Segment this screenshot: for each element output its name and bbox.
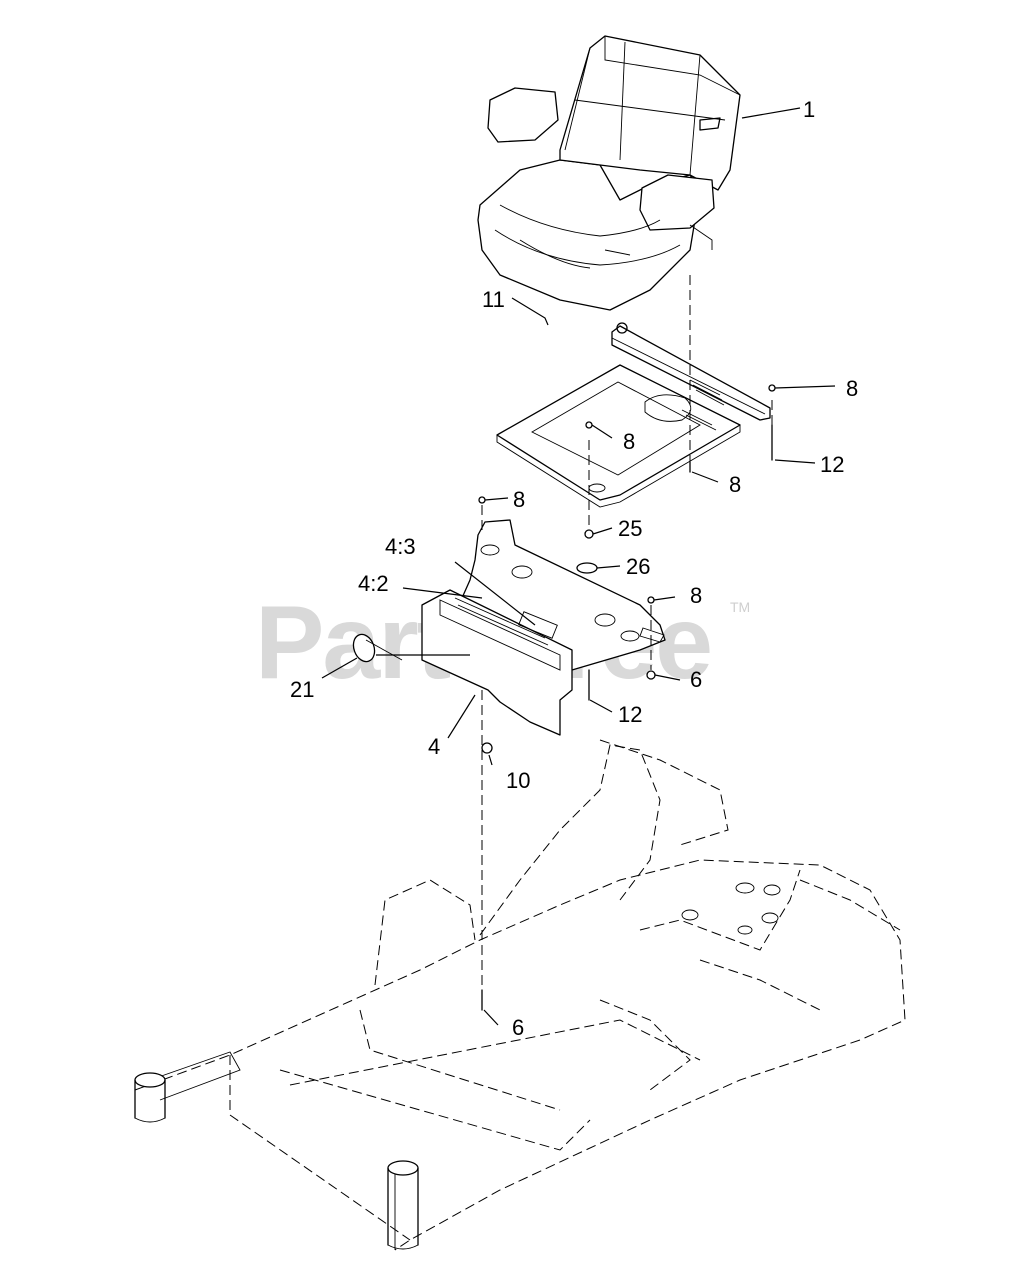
- leader-lines: [321, 107, 836, 1026]
- seat-pan-plate: [496, 364, 741, 508]
- callout-8a: 8: [846, 376, 858, 401]
- callout-26: 26: [626, 554, 650, 579]
- callout-8e: 8: [690, 583, 702, 608]
- seat-mount-plate: [421, 519, 666, 736]
- callout-25: 25: [618, 516, 642, 541]
- callout-1: 1: [803, 97, 815, 122]
- callout-8b: 8: [623, 429, 635, 454]
- watermark-tm: TM: [730, 599, 750, 615]
- callout-8d: 8: [513, 487, 525, 512]
- callout-4: 4: [428, 734, 440, 759]
- callout-12a: 12: [820, 452, 844, 477]
- callout-10: 10: [506, 768, 530, 793]
- seat-rail: [611, 322, 771, 421]
- callout-11: 11: [482, 287, 505, 312]
- callout-6a: 6: [690, 667, 702, 692]
- assembly-lines: [481, 275, 773, 985]
- callout-labels: 1 11 8 8 12 8 8 25 4:3 26 4:2 8 6 21 12 …: [290, 97, 858, 1040]
- callout-21: 21: [290, 677, 314, 702]
- callout-4-2: 4:2: [358, 571, 389, 596]
- mower-frame: [134, 739, 906, 1251]
- callout-12b: 12: [618, 702, 642, 727]
- callout-6b: 6: [512, 1015, 524, 1040]
- brand-emblem: [352, 633, 403, 663]
- callout-4-3: 4:3: [385, 534, 416, 559]
- seat-illustration: [477, 35, 741, 311]
- callout-8c: 8: [729, 472, 741, 497]
